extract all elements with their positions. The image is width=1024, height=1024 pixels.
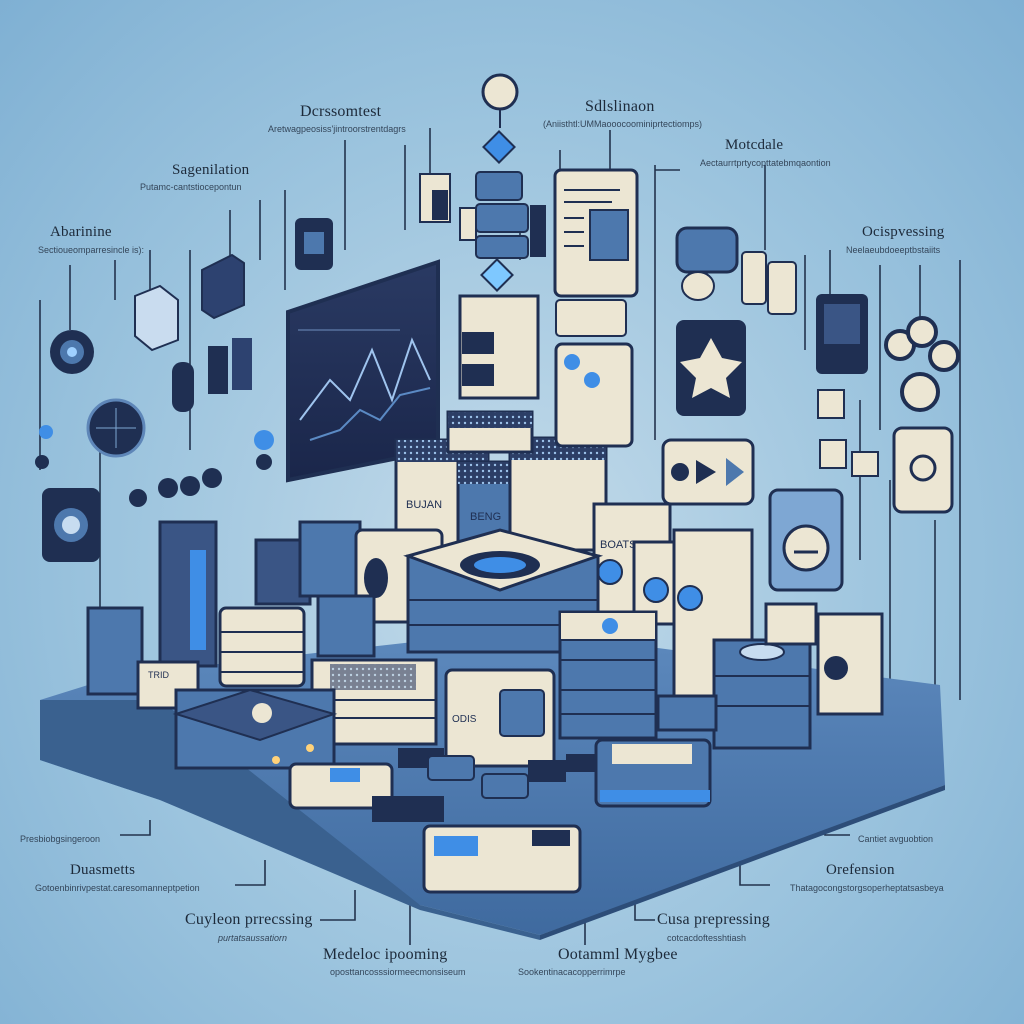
tray-front: [288, 748, 582, 894]
box-label-a: BOATS: [600, 539, 636, 551]
label-title: Medeloc ipooming: [323, 946, 448, 963]
label-cusa-sub: cotcacdoftesshtiash: [667, 931, 746, 943]
label-abarinine: Abarinine: [50, 224, 112, 241]
label-subtitle: Gotoenbinrivpestat.caresomanneptpetion: [35, 883, 200, 893]
small-pods: TRID: [148, 670, 596, 799]
server-tower-left: [86, 520, 218, 710]
processor-icon: [295, 218, 333, 270]
label-documentset: Dcrssomtest: [300, 103, 381, 121]
label-medelocl: Medeloc ipooming: [323, 946, 448, 964]
label-cuyleon: Cuyleon prrecssing: [185, 911, 313, 929]
label-ootamm-sub: Sookentinacacopperrimrpe: [518, 965, 626, 977]
device-stack-right: [558, 610, 658, 740]
label-cusa: Cusa prepressing: [657, 911, 770, 929]
label-abarinine-sub: Sectioueomparresincle is):: [38, 243, 144, 255]
server-tower-center: BUJAN BENG: [394, 410, 608, 572]
label-title: Sagenilation: [172, 162, 250, 178]
label-title: Sdlslinaon: [585, 98, 655, 115]
label-title: Duasmetts: [70, 862, 136, 878]
label-subtitle: purtatsaussatiorn: [218, 933, 288, 943]
label-medelocl-sub: oposttancosssiormeecmonsiseum: [330, 965, 466, 977]
label-subtitle: oposttancosssiormeecmonsiseum: [330, 967, 466, 977]
label-oreffension: Orefension: [826, 862, 895, 879]
tablet-icon: [816, 294, 879, 477]
label-title: Cuyleon prrecssing: [185, 911, 313, 928]
floating-icons: [35, 73, 960, 592]
server-label-a: BUJAN: [406, 499, 442, 511]
radar-icon: [86, 398, 146, 458]
label-subtitle: Putamc-cantstiocepontun: [140, 182, 242, 192]
label-segmentation-sub: Putamc-cantstiocepontun: [140, 180, 242, 192]
tray-left: [172, 688, 338, 770]
stacked-blocks: [475, 171, 546, 259]
label-title: Ocispvessing: [862, 224, 945, 240]
label-title: Cusa prepressing: [657, 911, 770, 928]
server-tower-back: [458, 294, 634, 448]
label-subtitle: Neelaeubdoeeptbstaiits: [846, 245, 941, 255]
sun-icon: [892, 426, 954, 514]
label-duasmetts-sub: Gotoenbinrivpestat.caresomanneptpetion: [35, 881, 200, 893]
toggle-icons: [35, 425, 274, 507]
server-racks: BUJAN BENG BOATS: [86, 294, 884, 894]
stack-left: [218, 594, 376, 688]
label-presbigtown: Presbiobgsingeroon: [20, 832, 100, 844]
label-subtitle: cotcacdoftesshtiash: [667, 933, 747, 943]
label-title: Abarinine: [50, 224, 112, 240]
tray-right: [594, 694, 718, 808]
cube-icon: [134, 284, 179, 352]
label-title: Ootamml Mygbee: [558, 946, 678, 963]
cloud-icon: [675, 226, 797, 315]
label-sdslisation: Sdlslinaon: [585, 98, 655, 116]
label-subtitle: Thatagocongstorgsoperheptatsasbeya: [790, 883, 944, 893]
label-title: Dcrssomtest: [300, 103, 382, 120]
star-icon: [676, 320, 746, 416]
label-sdslisation-sub: (Aniisthtl:UMMaooocoominiprtectiomps): [543, 117, 702, 129]
label-subtitle: Aectaurrtprtycopttatebmqaontion: [700, 158, 831, 168]
device-stack-far-right: [712, 602, 884, 750]
label-oreffension-sub: Thatagocongstorgsoperheptatsasbeya: [790, 881, 944, 893]
label-title: Motcdale: [725, 137, 784, 153]
label-moteale-sub: Aectaurrtprtycopttatebmqaontion: [700, 156, 831, 168]
box-label-c: TRID: [148, 670, 169, 680]
label-subtitle: Sookentinacacopperrimrpe: [518, 967, 626, 977]
camera-icon: [42, 488, 100, 562]
label-ocispvessing: Ocispvessing: [862, 224, 944, 241]
label-subtitle: Sectioueomparresincle is):: [38, 245, 145, 255]
label-subtitle: Presbiobgsingeroon: [20, 834, 101, 844]
label-moteale: Motcdale: [725, 137, 783, 154]
chip-icon: [201, 253, 245, 320]
label-ocispvessing-sub: Neelaeubdoeeptbstaiits: [846, 243, 940, 255]
target-icon: [50, 330, 94, 374]
shapes-panel: [661, 438, 755, 506]
small-boxes: [419, 173, 627, 337]
label-subtitle: Cantiet avguobtion: [858, 834, 934, 844]
gear-cluster-icon: [884, 316, 960, 412]
panel-icons: [172, 338, 252, 412]
label-documentset-sub: Aretwagpeosiss'jintroorstrentdagrs: [268, 122, 406, 134]
document-icon: [553, 168, 639, 298]
label-subtitle: (Aniisthtl:UMMaooocoominiprtectiomps): [543, 119, 703, 129]
gauge-icon: [768, 488, 844, 592]
label-subtitle: Aretwagpeosiss'jintroorstrentdagrs: [268, 124, 406, 134]
label-title: Orefension: [826, 862, 895, 878]
label-ootamm: Ootamml Mygbee: [558, 946, 678, 964]
label-duasmetts: Duasmetts: [70, 862, 135, 879]
label-segmentation: Sagenilation: [172, 162, 249, 179]
label-cantiet: Cantiet avguobtion: [858, 832, 933, 844]
box-label-b: ODIS: [452, 714, 477, 725]
annotation-lines: [39, 128, 961, 945]
cube-module: ODIS: [444, 668, 556, 768]
server-label-b: BENG: [470, 511, 501, 523]
label-cuyleon-sub: purtatsaussatiorn: [218, 931, 287, 943]
pin-icon: [480, 73, 519, 292]
